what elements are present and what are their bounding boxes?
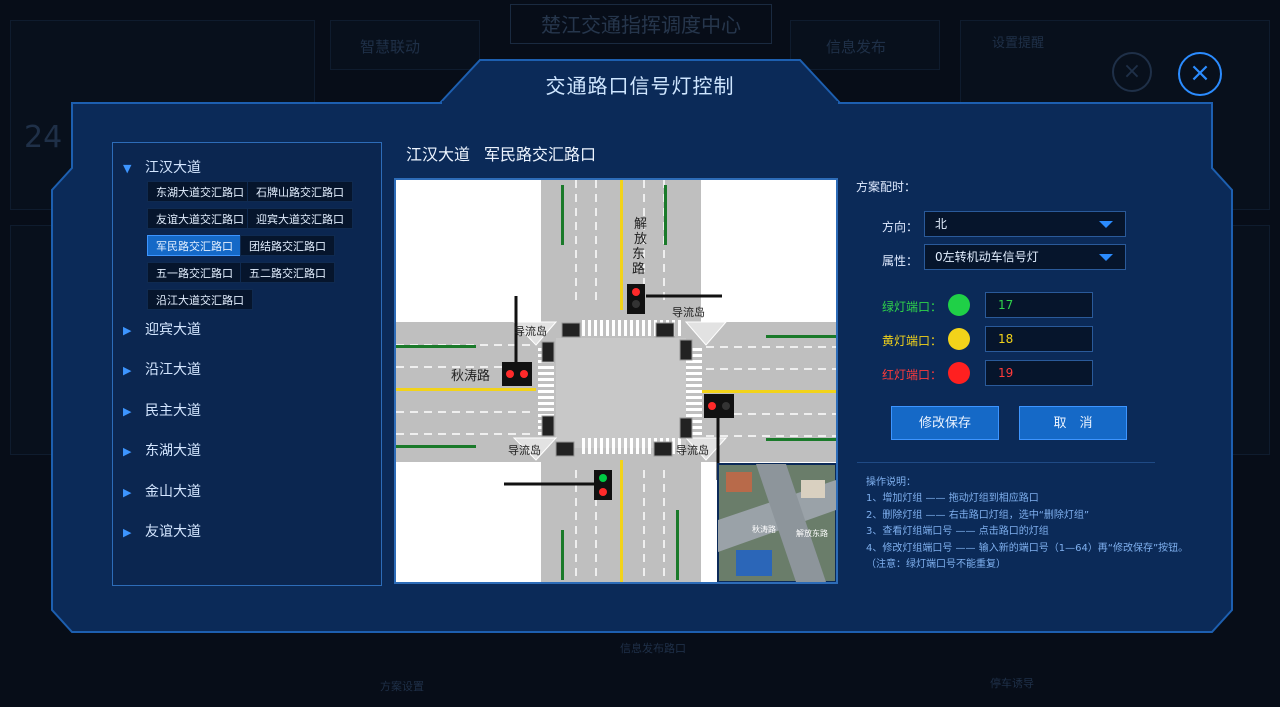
crossing-chip-active[interactable]: 军民路交汇路口 <box>147 235 242 256</box>
attribute-label: 属性： <box>882 254 919 268</box>
background-left-panel <box>10 225 70 455</box>
inset-label-west: 秋涛路 <box>752 524 776 534</box>
background-bottom-text-2: 信息发布路口 <box>620 642 686 655</box>
direction-select[interactable]: 北 <box>924 211 1126 237</box>
yellow-lamp-icon <box>948 328 970 350</box>
north-road-label: 解放东路 <box>632 217 647 277</box>
divider <box>857 462 1155 463</box>
background-temperature: 24 <box>24 120 63 155</box>
crossing-chip[interactable]: 五一路交汇路口 <box>147 262 242 283</box>
notes-line: 3、查看灯组端口号 —— 点击路口的灯组 <box>866 526 1049 538</box>
red-port-label: 红灯端口： <box>882 368 943 382</box>
island-label-ne: 导流岛 <box>672 305 705 319</box>
close-icon: × <box>1189 58 1211 88</box>
chevron-right-icon: ▶ <box>123 486 132 499</box>
west-road-label: 秋涛路 <box>451 368 490 384</box>
notes-title: 操作说明： <box>866 477 916 488</box>
crossing-chip[interactable]: 五二路交汇路口 <box>240 262 335 283</box>
heading-road: 江汉大道 <box>406 145 471 164</box>
crossing-chip[interactable]: 团结路交汇路口 <box>240 235 335 256</box>
tree-group-minzhu[interactable]: ▶民主大道 <box>123 403 201 419</box>
heading-crossing: 军民路交汇路口 <box>484 145 597 164</box>
save-button[interactable]: 修改保存 <box>891 406 999 440</box>
background-right-tab-label: 信息发布 <box>826 38 887 56</box>
island-label-sw: 导流岛 <box>508 443 541 457</box>
cancel-button[interactable]: 取 消 <box>1019 406 1127 440</box>
red-lamp-icon <box>948 362 970 384</box>
crossing-chip[interactable]: 石牌山路交汇路口 <box>247 181 353 202</box>
background-center-title: 楚江交通指挥调度中心 <box>510 4 772 44</box>
tree-group-donghu[interactable]: ▶东湖大道 <box>123 443 201 459</box>
crossing-chip[interactable]: 东湖大道交汇路口 <box>147 181 253 202</box>
background-bottom-text-1: 方案设置 <box>380 680 424 693</box>
crossing-chip[interactable]: 迎宾大道交汇路口 <box>247 208 353 229</box>
background-bottom-text-3: 停车诱导 <box>990 677 1034 690</box>
background-left-tab-label: 智慧联动 <box>360 38 421 56</box>
crossing-heading: 江汉大道军民路交汇路口 <box>406 141 610 165</box>
tree-group-jianghan[interactable]: ▼江汉大道 <box>123 160 201 176</box>
direction-label: 方向： <box>882 220 919 234</box>
tree-group-yingbin[interactable]: ▶迎宾大道 <box>123 322 201 338</box>
green-port-input[interactable]: 17 <box>985 292 1093 318</box>
notes-line: （注意：绿灯端口号不能重复） <box>866 559 1006 571</box>
red-port-input[interactable]: 19 <box>985 360 1093 386</box>
intersection-diagram: 解放东路 秋涛路 导流岛 导流岛 导流岛 导流岛 秋涛路 解放东路 <box>396 180 836 582</box>
inset-label-north: 解放东路 <box>796 528 828 538</box>
tree-group-yanjiang[interactable]: ▶沿江大道 <box>123 362 201 378</box>
island-label-nw: 导流岛 <box>514 324 547 338</box>
chevron-right-icon: ▶ <box>123 526 132 539</box>
scheme-section-title: 方案配时： <box>856 180 917 194</box>
modal-title: 交通路口信号灯控制 <box>545 74 735 98</box>
chevron-down-icon <box>1099 221 1113 228</box>
green-port-label: 绿灯端口： <box>882 300 943 314</box>
chevron-right-icon: ▶ <box>123 324 132 337</box>
background-right-panel <box>1215 225 1270 455</box>
chevron-right-icon: ▶ <box>123 445 132 458</box>
yellow-port-label: 黄灯端口： <box>882 334 943 348</box>
road-tree-panel: ▼江汉大道 东湖大道交汇路口 石牌山路交汇路口 友谊大道交汇路口 迎宾大道交汇路… <box>112 142 382 586</box>
yellow-port-input[interactable]: 18 <box>985 326 1093 352</box>
green-lamp-icon <box>948 294 970 316</box>
island-label-se: 导流岛 <box>676 443 709 457</box>
notes-line: 1、增加灯组 —— 拖动灯组到相应路口 <box>866 493 1039 505</box>
attribute-select[interactable]: 0左转机动车信号灯 <box>924 244 1126 270</box>
chevron-down-icon: ▼ <box>123 162 132 175</box>
chevron-down-icon <box>1099 254 1113 261</box>
tree-group-jinshan[interactable]: ▶金山大道 <box>123 484 201 500</box>
operation-notes: 操作说明： 1、增加灯组 —— 拖动灯组到相应路口 2、删除灯组 —— 右击路口… <box>866 475 1189 573</box>
notes-line: 4、修改灯组端口号 —— 输入新的端口号（1—64）再“修改保存”按钮。 <box>866 542 1189 554</box>
chevron-right-icon: ▶ <box>123 364 132 377</box>
crossing-chip[interactable]: 沿江大道交汇路口 <box>147 289 253 310</box>
close-button[interactable]: × <box>1178 52 1222 96</box>
background-close-icon: × <box>1112 52 1152 92</box>
intersection-map[interactable]: 解放东路 秋涛路 导流岛 导流岛 导流岛 导流岛 秋涛路 解放东路 <box>394 178 838 584</box>
notes-line: 2、删除灯组 —— 右击路口灯组，选中“删除灯组” <box>866 509 1090 521</box>
crossing-chip[interactable]: 友谊大道交汇路口 <box>147 208 253 229</box>
chevron-right-icon: ▶ <box>123 405 132 418</box>
background-reminder-label: 设置提醒 <box>992 36 1045 51</box>
tree-group-youyi[interactable]: ▶友谊大道 <box>123 524 201 540</box>
